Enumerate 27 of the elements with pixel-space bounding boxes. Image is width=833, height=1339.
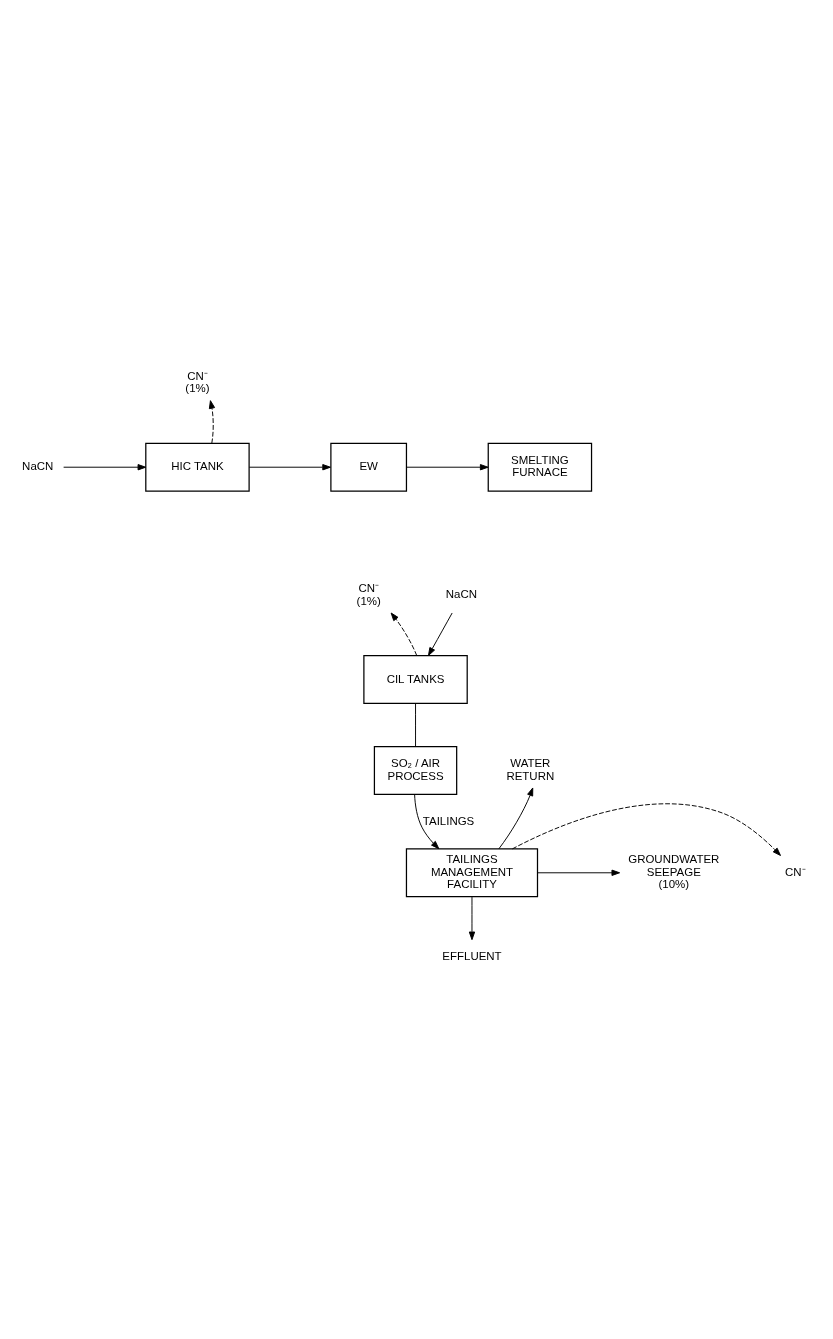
node-text: NaCN (445, 587, 478, 600)
node-text: CN⁻ (1%) (356, 581, 381, 607)
arrow (63, 463, 147, 470)
node-text: GROUNDWATER SEEPAGE (10%) (628, 852, 720, 890)
node-text: NaCN (22, 459, 54, 472)
arrow (498, 787, 534, 849)
node-box: EW (330, 442, 408, 492)
arrow (428, 612, 453, 656)
arrow (390, 612, 418, 656)
arrow (208, 399, 216, 444)
node-box: SMELTING FURNACE (487, 442, 593, 492)
edge-label: TAILINGS (422, 814, 475, 827)
arrow (248, 463, 331, 470)
arrow (414, 793, 440, 849)
node-text: WATER RETURN (506, 756, 555, 782)
node-box: HIC TANK (145, 442, 250, 492)
node-text: EFFLUENT (442, 949, 502, 962)
node-box: SO₂ / AIR PROCESS (373, 745, 458, 795)
arrow (406, 463, 489, 470)
arrow (537, 869, 621, 876)
arrow (468, 896, 476, 940)
node-box: TAILINGS MANAGEMENT FACILITY (405, 847, 539, 897)
node-text: CN⁻ (784, 865, 806, 878)
connector (415, 702, 417, 747)
node-text: CN⁻ (1%) (185, 369, 210, 394)
arrow (511, 802, 781, 856)
node-box: CIL TANKS (363, 654, 468, 704)
